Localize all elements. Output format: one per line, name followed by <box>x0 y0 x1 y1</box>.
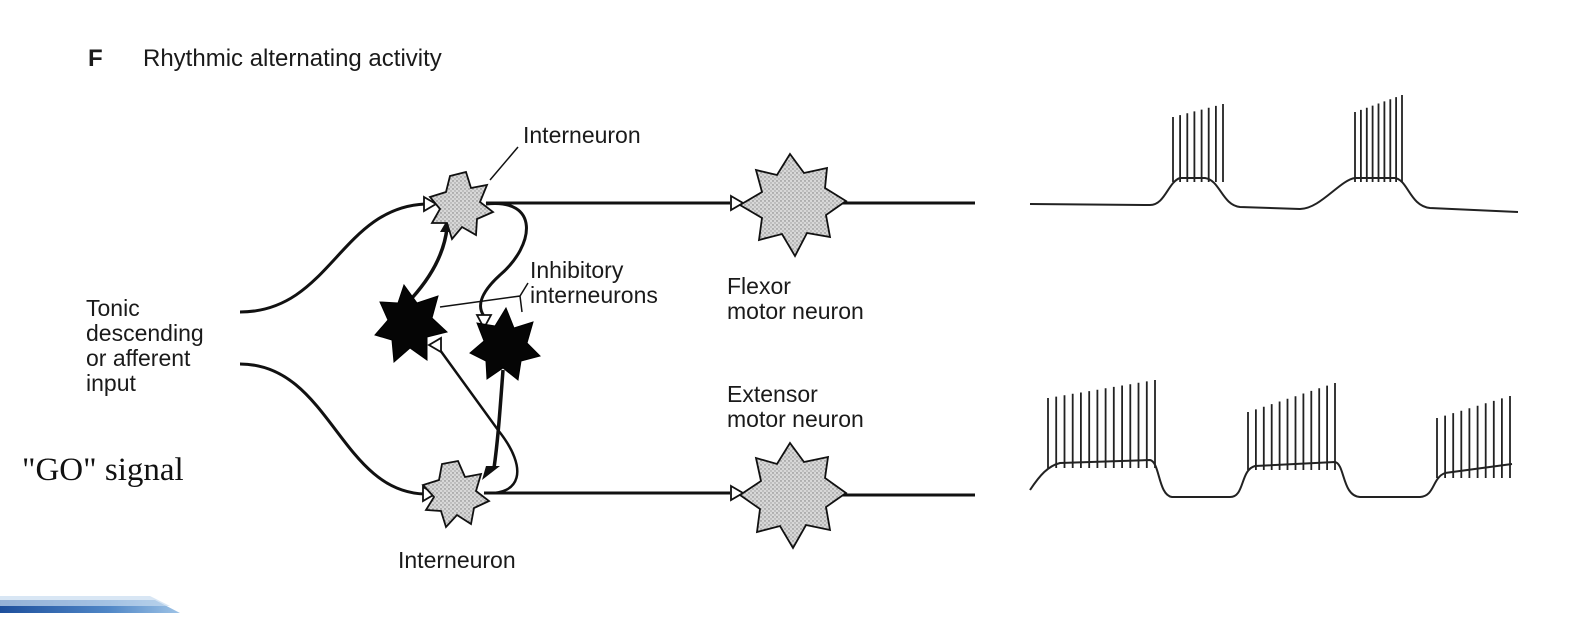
extensor-burst-3-spikes <box>1436 396 1511 478</box>
synapse-extensor <box>730 484 745 502</box>
label-extensor-motor-neuron: Extensor motor neuron <box>727 381 864 432</box>
flexor-motor-neuron-cell <box>738 152 848 258</box>
figure-title: Rhythmic alternating activity <box>143 45 442 72</box>
inhib-left-axon <box>410 227 449 300</box>
inhibitory-interneuron-right-cell <box>469 306 541 381</box>
input-axon-top <box>239 202 426 314</box>
panel-letter: F <box>88 45 103 72</box>
leader-interneuron-top <box>489 146 519 181</box>
inhib-right-axon <box>492 369 505 469</box>
interneuron-top-cell <box>428 170 495 241</box>
extensor-burst-2-spikes <box>1247 383 1336 470</box>
inhibitory-interneuron-left-cell <box>374 283 449 364</box>
inhib-synapse-bottom <box>482 466 500 480</box>
label-go-signal: "GO" signal <box>22 452 184 488</box>
label-inhibitory-interneurons: Inhibitory interneurons <box>530 257 658 308</box>
label-flexor-motor-neuron: Flexor motor neuron <box>727 273 864 324</box>
flexor-burst-1-spikes <box>1172 104 1224 182</box>
collateral-bottom-to-inhib-left <box>438 349 519 495</box>
slide-accent-band-light <box>0 596 170 606</box>
label-interneuron-bottom: Interneuron <box>398 547 516 573</box>
interneuron-bottom-cell <box>421 459 491 529</box>
synapse-flexor <box>730 194 745 212</box>
synapse-inhib-right-in <box>475 314 493 330</box>
collateral-top-to-inhib-right <box>479 202 528 317</box>
label-interneuron-top: Interneuron <box>523 122 641 148</box>
extensor-motor-neuron-cell <box>738 441 848 550</box>
extensor-burst-1-spikes <box>1047 380 1156 468</box>
membrane-potential-traces <box>1029 95 1519 498</box>
label-input: Tonic descending or afferent input <box>86 295 204 396</box>
synapse-inhib-left-in <box>427 336 442 354</box>
flexor-burst-2-spikes <box>1354 95 1403 182</box>
synapse-input-top <box>423 195 438 213</box>
flexor-trace-baseline <box>1029 177 1519 213</box>
extensor-trace-baseline <box>1029 458 1513 498</box>
leader-inhibitory <box>439 282 529 313</box>
input-axon-bottom <box>239 362 426 496</box>
